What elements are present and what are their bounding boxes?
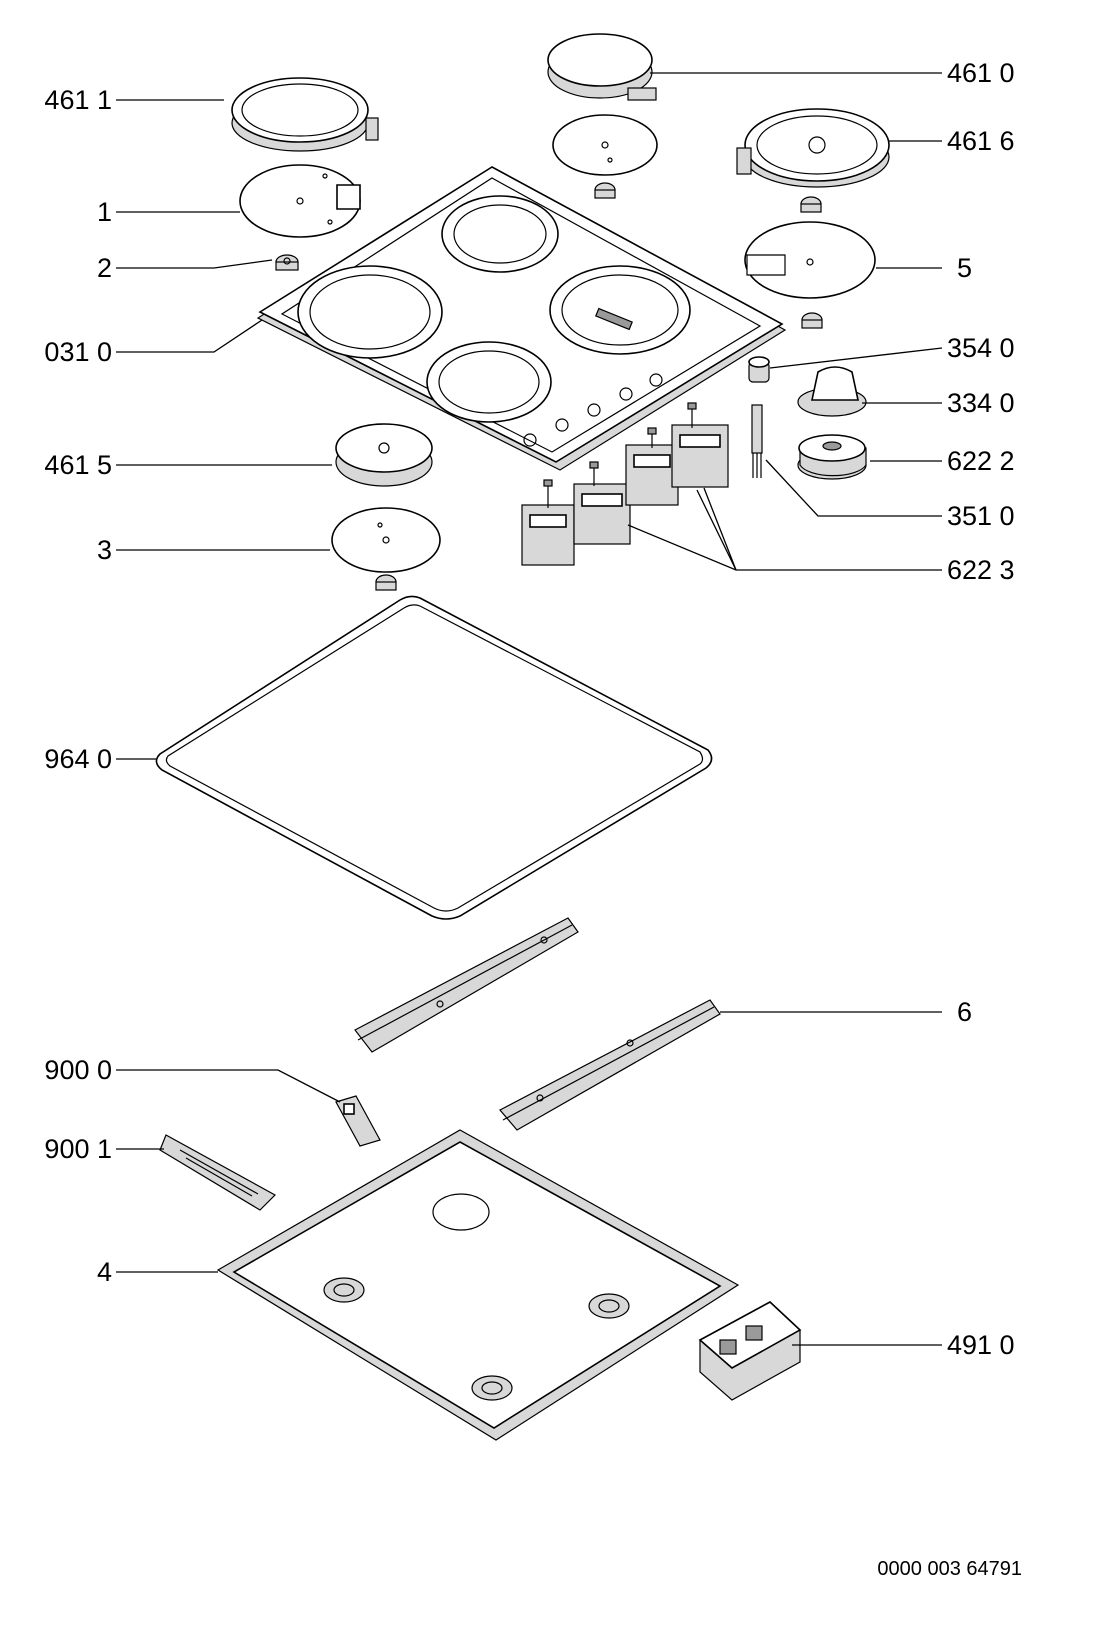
label-5: 5 <box>957 253 972 283</box>
clamp-part-9001 <box>159 1134 276 1211</box>
label-6222: 622 2 <box>947 446 1015 476</box>
bracket-part-9000 <box>335 1095 381 1147</box>
label-9000: 900 0 <box>44 1055 112 1085</box>
hob-top-plate-part-0310 <box>256 166 787 471</box>
hotplate-part-4611 <box>231 77 379 152</box>
rail-part-6 <box>499 999 721 1131</box>
heat-shield-part-5 <box>744 221 876 299</box>
label-4910: 491 0 <box>947 1330 1015 1360</box>
terminal-block-part-4910 <box>698 1301 802 1401</box>
sensor-part-3510 <box>751 404 763 478</box>
rail-part-upper <box>354 917 579 1053</box>
label-9001: 900 1 <box>44 1134 112 1164</box>
bottom-housing-part-4 <box>216 1129 740 1441</box>
gasket-part-9640 <box>155 595 713 920</box>
label-3510: 351 0 <box>947 501 1015 531</box>
label-6223: 622 3 <box>947 555 1015 585</box>
heat-shield-part-4610 <box>552 114 658 176</box>
label-4: 4 <box>97 1257 112 1287</box>
nut-part-3 <box>375 574 397 591</box>
indicator-lamp-part-3540 <box>748 356 770 383</box>
energy-regulators-part-6223 <box>521 402 729 566</box>
hotplate-part-4610 <box>547 33 657 101</box>
label-3540: 354 0 <box>947 333 1015 363</box>
label-0310: 031 0 <box>44 337 112 367</box>
document-number: 0000 003 64791 <box>877 1558 1022 1580</box>
heat-shield-part-3 <box>331 507 441 573</box>
label-1: 1 <box>97 197 112 227</box>
label-2: 2 <box>97 253 112 283</box>
hotplate-part-4615 <box>335 423 433 487</box>
heat-shield-part-1 <box>239 164 361 238</box>
label-4610: 461 0 <box>947 58 1015 88</box>
nut-part-4616 <box>800 196 822 213</box>
nut-part-4610 <box>594 182 616 199</box>
label-4616: 461 6 <box>947 126 1015 156</box>
label-3340: 334 0 <box>947 388 1015 418</box>
label-6: 6 <box>957 997 972 1027</box>
label-4611: 461 1 <box>44 85 112 115</box>
label-4615: 461 5 <box>44 450 112 480</box>
nut-part-5 <box>801 312 823 329</box>
knob-part-3340 <box>797 366 867 417</box>
nut-part-2 <box>275 254 299 271</box>
label-3: 3 <box>97 535 112 565</box>
knob-cap-part-6222 <box>797 434 867 480</box>
hotplate-part-4616 <box>736 108 890 188</box>
label-9640: 964 0 <box>44 744 112 774</box>
